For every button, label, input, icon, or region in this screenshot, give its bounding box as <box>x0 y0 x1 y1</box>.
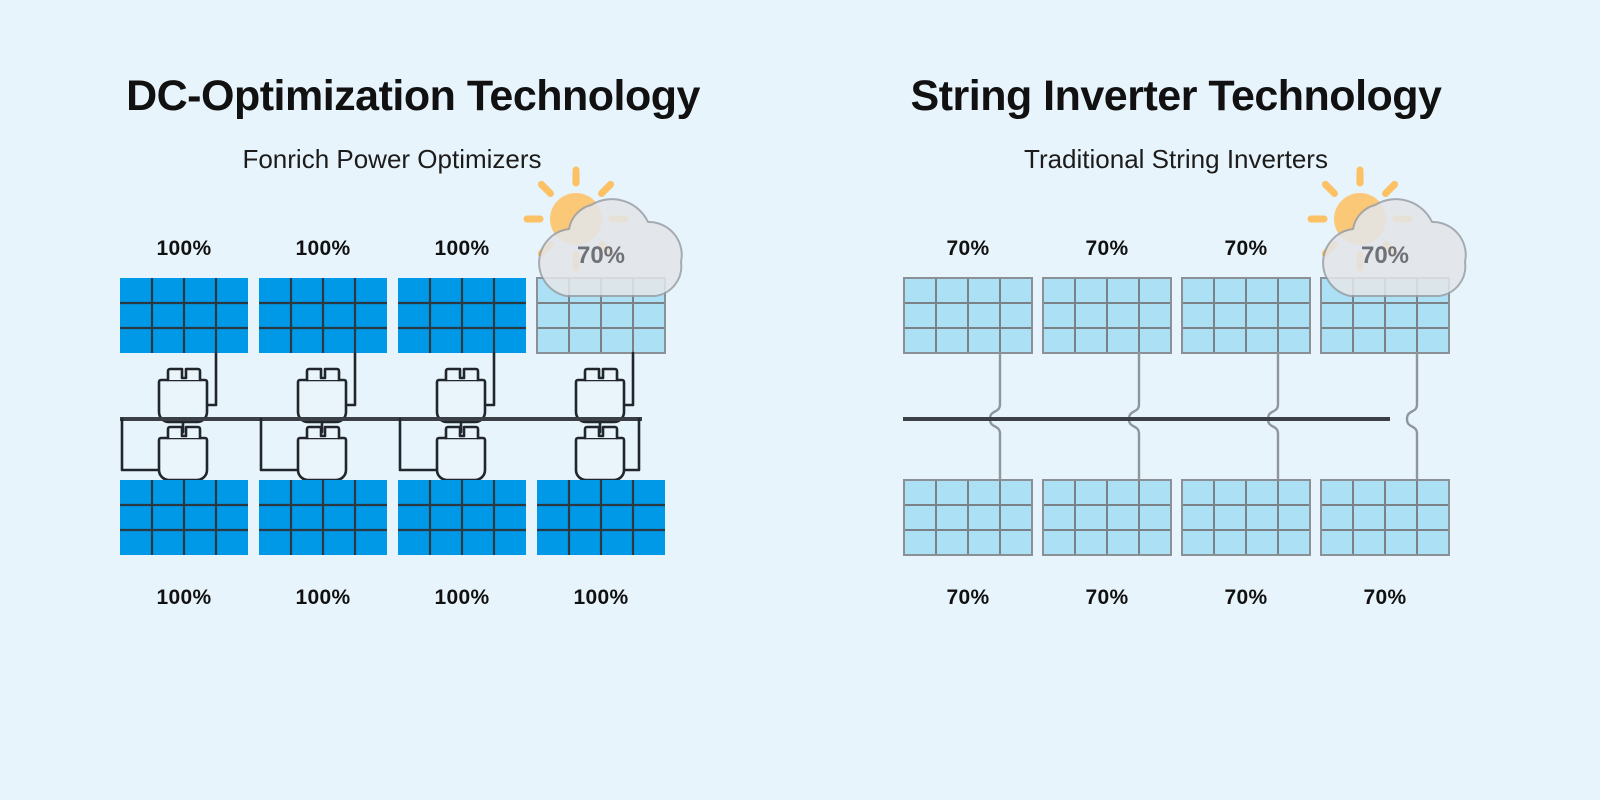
left-section-subtitle: Fonrich Power Optimizers <box>242 144 542 174</box>
left-bottom-panel-2 <box>257 478 389 557</box>
left-bottom-label-3: 100% <box>434 586 490 609</box>
left-top-label-2: 100% <box>295 237 351 260</box>
right-bottom-panel-4 <box>1320 479 1450 556</box>
right-section-title: String Inverter Technology <box>910 72 1442 120</box>
left-bottom-panel-1 <box>118 478 250 557</box>
right-bottom-label-4: 70% <box>1363 586 1407 609</box>
right-bottom-label-2: 70% <box>1085 586 1129 609</box>
left-top-label-1: 100% <box>156 237 212 260</box>
left-top-panel-1 <box>118 276 250 355</box>
left-top-panel-3 <box>396 276 528 355</box>
right-top-label-3: 70% <box>1224 237 1268 260</box>
left-section-title: DC-Optimization Technology <box>126 72 700 120</box>
right-top-panel-3 <box>1181 277 1311 354</box>
left-bottom-label-4: 100% <box>573 586 629 609</box>
left-bottom-panel-3 <box>396 478 528 557</box>
right-bottom-panel-1 <box>903 479 1033 556</box>
right-top-label-1: 70% <box>946 237 990 260</box>
right-bottom-panel-2 <box>1042 479 1172 556</box>
left-optimizer-bottom-4 <box>574 425 626 482</box>
left-bottom-label-1: 100% <box>156 586 212 609</box>
right-diagram-group: 70% <box>903 170 1467 556</box>
right-weather-label: 70% <box>1361 242 1409 269</box>
right-section-subtitle: Traditional String Inverters <box>1024 144 1328 174</box>
right-top-label-2: 70% <box>1085 237 1129 260</box>
right-string-wiring <box>988 351 1419 482</box>
left-diagram-group: 70% <box>118 170 683 557</box>
right-top-panel-2 <box>1042 277 1172 354</box>
right-top-panel-1 <box>903 277 1033 354</box>
left-optimizer-top-1 <box>157 367 209 424</box>
left-optimizer-top-3 <box>435 367 487 424</box>
left-optimizer-top-4 <box>574 367 626 424</box>
left-optimizer-bottom-2 <box>296 425 348 482</box>
left-weather-label: 70% <box>577 242 625 269</box>
left-top-panel-2 <box>257 276 389 355</box>
right-bottom-panel-3 <box>1181 479 1311 556</box>
left-top-label-3: 100% <box>434 237 490 260</box>
right-bottom-label-1: 70% <box>946 586 990 609</box>
left-optimizer-top-2 <box>296 367 348 424</box>
left-optimizer-bottom-3 <box>435 425 487 482</box>
right-bottom-label-3: 70% <box>1224 586 1268 609</box>
left-bottom-panel-4 <box>535 478 667 557</box>
left-bottom-label-2: 100% <box>295 586 351 609</box>
left-optimizer-bottom-1 <box>157 425 209 482</box>
